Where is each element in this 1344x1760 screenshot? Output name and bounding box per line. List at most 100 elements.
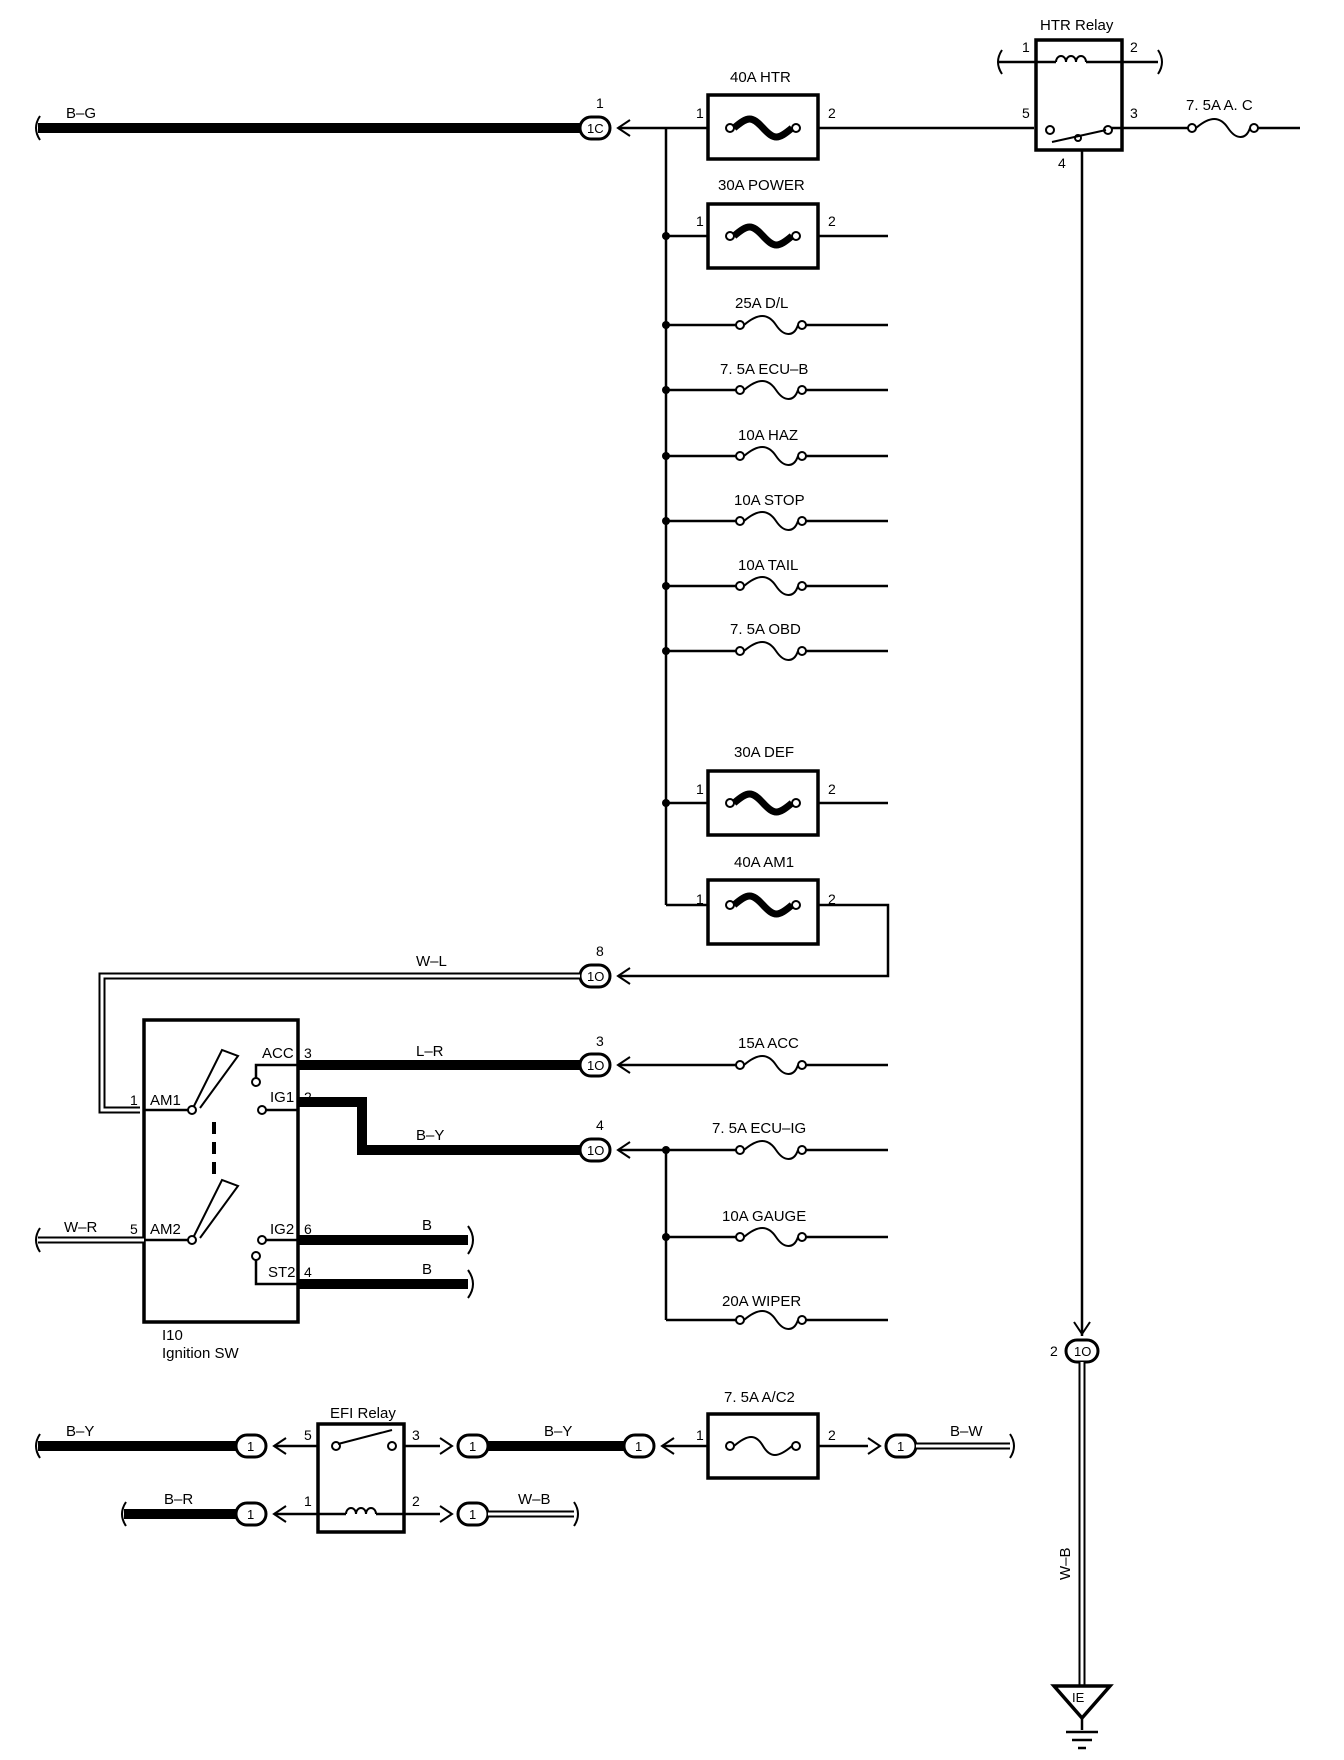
wl-wire: 8 1O W–L (98, 943, 631, 1114)
svg-text:B: B (422, 1217, 432, 1234)
fuse-7-5a-obd: 7. 5A OBD (662, 621, 888, 661)
svg-text:2: 2 (828, 213, 836, 229)
svg-text:AM1: AM1 (150, 1092, 181, 1109)
svg-text:IE: IE (1072, 1690, 1085, 1705)
svg-text:ST2: ST2 (268, 1264, 296, 1281)
ignition-name: Ignition SW (162, 1345, 240, 1362)
fuse-25a-dl: 25A D/L (662, 295, 888, 335)
svg-text:3: 3 (304, 1045, 312, 1061)
svg-text:W–B: W–B (518, 1491, 551, 1508)
svg-text:2: 2 (1130, 39, 1138, 55)
svg-text:1: 1 (696, 781, 704, 797)
svg-text:1C: 1C (587, 121, 604, 136)
svg-text:1: 1 (696, 105, 704, 121)
fuse-10a-gauge: 10A GAUGE (662, 1208, 888, 1247)
svg-text:4: 4 (596, 1117, 604, 1133)
svg-text:2: 2 (412, 1493, 420, 1509)
svg-text:1: 1 (1022, 39, 1030, 55)
svg-text:1: 1 (696, 891, 704, 907)
connector-1c: 1C (578, 115, 631, 141)
svg-text:HTR Relay: HTR Relay (1040, 17, 1114, 34)
wr-wire: W–R (35, 1219, 144, 1253)
ground-ie: IE (1050, 1684, 1114, 1750)
fuse-20a-wiper: 20A WIPER (666, 1293, 888, 1330)
svg-text:30A POWER: 30A POWER (718, 177, 805, 194)
svg-text:3: 3 (1130, 105, 1138, 121)
svg-text:1O: 1O (587, 1058, 604, 1073)
fuse-30a-def: 30A DEF 1 2 (662, 744, 888, 837)
connector-1-e (234, 1501, 268, 1527)
svg-text:1: 1 (247, 1507, 254, 1522)
fuse-30a-power: 30A POWER 1 2 (662, 177, 888, 270)
svg-text:7. 5A A/C2: 7. 5A A/C2 (724, 1389, 795, 1406)
fuse-40a-am1: 40A AM1 1 2 (618, 854, 890, 978)
svg-text:10A HAZ: 10A HAZ (738, 427, 798, 444)
svg-text:EFI Relay: EFI Relay (330, 1405, 396, 1422)
fuse-10a-stop: 10A STOP (662, 492, 888, 531)
svg-text:40A HTR: 40A HTR (730, 69, 791, 86)
fuse-7-5a-ecu-ig: 7. 5A ECU–IG (712, 1120, 888, 1160)
lr-wire: L–R 3 1O (298, 1033, 736, 1078)
svg-text:B: B (422, 1261, 432, 1278)
connector-1o-pin3 (578, 1052, 612, 1078)
svg-text:15A ACC: 15A ACC (738, 1035, 799, 1052)
ignition-code: I10 (162, 1327, 183, 1344)
svg-text:1: 1 (897, 1439, 904, 1454)
bg-feed: B–G 1 1C (35, 95, 710, 141)
wb-vertical-wire: 2 1O W–B IE (1050, 150, 1114, 1750)
svg-text:40A AM1: 40A AM1 (734, 854, 794, 871)
fuse-10a-haz: 10A HAZ (662, 427, 888, 466)
svg-text:4: 4 (304, 1264, 312, 1280)
svg-text:7. 5A A. C: 7. 5A A. C (1186, 97, 1253, 114)
svg-text:8: 8 (596, 943, 604, 959)
svg-text:7. 5A ECU–B: 7. 5A ECU–B (720, 361, 808, 378)
ignition-switch: 1 AM1 5 AM2 ACC IG1 IG2 ST2 3 2 6 4 I10 (130, 1018, 312, 1362)
svg-text:B–Y: B–Y (416, 1127, 444, 1144)
svg-text:L–R: L–R (416, 1043, 444, 1060)
svg-text:1: 1 (130, 1092, 138, 1108)
svg-text:B–Y: B–Y (66, 1423, 94, 1440)
svg-text:6: 6 (304, 1221, 312, 1237)
svg-text:1O: 1O (587, 969, 604, 984)
svg-text:5: 5 (1022, 105, 1030, 121)
svg-text:1: 1 (469, 1507, 476, 1522)
fuse-7-5a-ecu-b: 7. 5A ECU–B (662, 361, 888, 400)
svg-text:4: 4 (1058, 155, 1066, 171)
svg-text:1: 1 (696, 1427, 704, 1443)
fuse-15a-acc: 15A ACC (735, 1035, 888, 1075)
fuse-10a-tail: 10A TAIL (662, 557, 888, 596)
by-wire: B–Y 4 1O (298, 1097, 736, 1320)
connector-1o-pin4 (578, 1137, 612, 1163)
svg-text:30A DEF: 30A DEF (734, 744, 794, 761)
svg-text:1O: 1O (1074, 1344, 1091, 1359)
svg-text:3: 3 (412, 1427, 420, 1443)
connector-1-a (234, 1433, 268, 1459)
svg-text:10A STOP: 10A STOP (734, 492, 805, 509)
svg-text:5: 5 (304, 1427, 312, 1443)
svg-text:AM2: AM2 (150, 1221, 181, 1238)
svg-text:25A D/L: 25A D/L (735, 295, 788, 312)
pin-1c: 1 (596, 95, 604, 111)
connector-1-c (622, 1433, 656, 1459)
svg-text:ACC: ACC (262, 1045, 294, 1062)
svg-text:5: 5 (130, 1221, 138, 1237)
svg-text:B–Y: B–Y (544, 1423, 572, 1440)
svg-text:1: 1 (696, 213, 704, 229)
svg-text:1: 1 (469, 1439, 476, 1454)
svg-text:B–W: B–W (950, 1423, 983, 1440)
efi-relay-circuit: B–Y 1 EFI Relay 5 3 1 2 1 B–Y 1 7. 5A A/… (35, 1389, 1015, 1534)
svg-text:3: 3 (596, 1033, 604, 1049)
svg-text:B–R: B–R (164, 1491, 193, 1508)
svg-text:7. 5A OBD: 7. 5A OBD (730, 621, 801, 638)
svg-text:1O: 1O (587, 1143, 604, 1158)
svg-text:W–L: W–L (416, 953, 447, 970)
svg-text:1: 1 (247, 1439, 254, 1454)
svg-text:2: 2 (1050, 1343, 1058, 1359)
svg-text:W–B: W–B (1057, 1547, 1074, 1580)
svg-text:2: 2 (828, 1427, 836, 1443)
svg-text:IG2: IG2 (270, 1221, 294, 1238)
svg-text:2: 2 (828, 781, 836, 797)
wire-label-bg: B–G (66, 105, 96, 122)
svg-text:2: 2 (828, 891, 836, 907)
